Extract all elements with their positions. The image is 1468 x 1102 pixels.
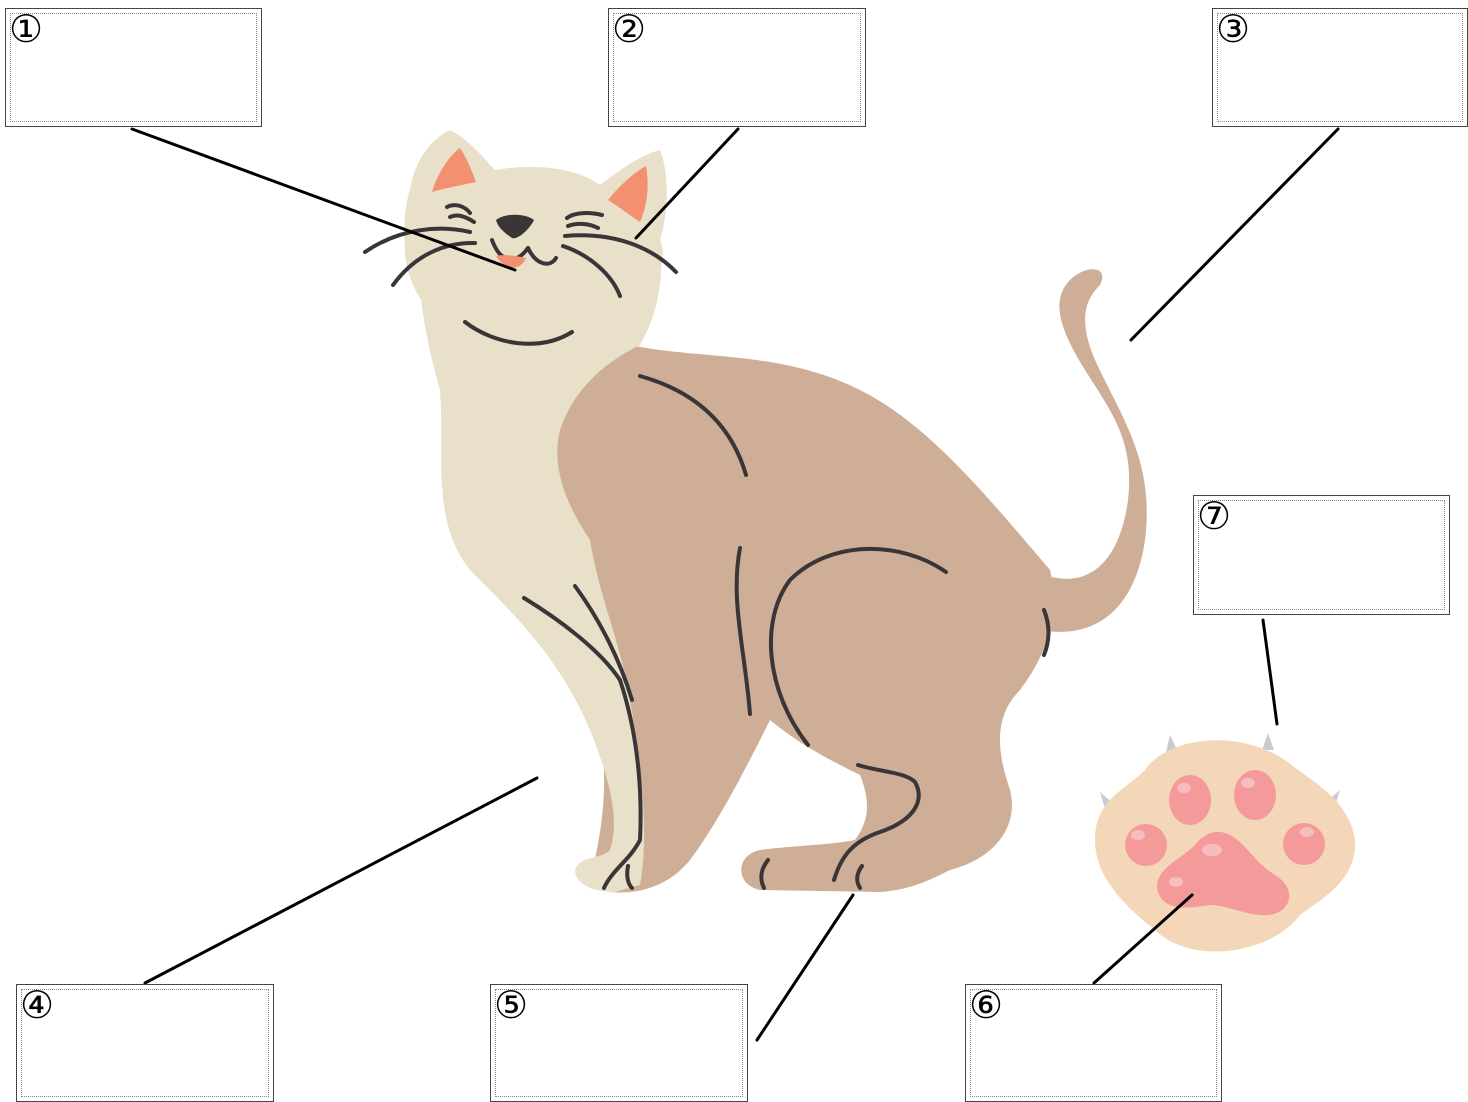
label-box-6[interactable]: ⑥ bbox=[965, 984, 1222, 1102]
left-ear-inner bbox=[432, 148, 476, 192]
toe-pad bbox=[1125, 824, 1167, 866]
answer-area[interactable] bbox=[1198, 500, 1445, 610]
toe-pad bbox=[1283, 823, 1325, 865]
answer-area[interactable] bbox=[613, 13, 861, 122]
label-box-5[interactable]: ⑤ bbox=[490, 984, 748, 1102]
cat-tail bbox=[1040, 269, 1147, 632]
answer-area[interactable] bbox=[1217, 13, 1463, 122]
claw bbox=[1262, 733, 1274, 750]
cat-mouth bbox=[496, 255, 526, 268]
cat-nose bbox=[496, 214, 534, 239]
right-ear-inner bbox=[608, 166, 648, 222]
body-contours bbox=[522, 374, 1051, 890]
label-box-3[interactable]: ③ bbox=[1212, 8, 1468, 127]
paw-illustration bbox=[1095, 733, 1356, 952]
label-number: ④ bbox=[19, 983, 55, 1027]
label-box-7[interactable]: ⑦ bbox=[1193, 495, 1450, 615]
main-pad bbox=[1157, 831, 1290, 916]
cat-face bbox=[363, 203, 678, 346]
answer-area[interactable] bbox=[10, 13, 257, 122]
cat-body bbox=[554, 345, 1054, 893]
label-number: ① bbox=[8, 7, 44, 51]
leader-line-2 bbox=[634, 127, 740, 240]
label-number: ⑥ bbox=[968, 983, 1004, 1027]
leader-line-3 bbox=[1129, 127, 1340, 342]
label-number: ② bbox=[611, 7, 647, 51]
leader-lines bbox=[130, 127, 1340, 1042]
label-number: ⑤ bbox=[493, 983, 529, 1027]
answer-area[interactable] bbox=[495, 989, 743, 1097]
leader-line-6 bbox=[1092, 893, 1194, 985]
leader-line-7 bbox=[1261, 618, 1279, 726]
label-box-2[interactable]: ② bbox=[608, 8, 866, 127]
answer-area[interactable] bbox=[970, 989, 1217, 1097]
toe-pad bbox=[1169, 775, 1211, 825]
toe-pad bbox=[1234, 770, 1276, 820]
cat-chest bbox=[419, 189, 661, 892]
answer-area[interactable] bbox=[21, 989, 269, 1097]
label-number: ⑦ bbox=[1196, 494, 1232, 538]
claw bbox=[1166, 735, 1178, 752]
leader-line-5 bbox=[755, 893, 855, 1042]
leader-line-4 bbox=[143, 776, 539, 985]
leader-line-1 bbox=[130, 127, 517, 272]
label-box-4[interactable]: ④ bbox=[16, 984, 274, 1102]
label-number: ③ bbox=[1215, 7, 1251, 51]
cat-head bbox=[404, 130, 667, 368]
label-box-1[interactable]: ① bbox=[5, 8, 262, 127]
